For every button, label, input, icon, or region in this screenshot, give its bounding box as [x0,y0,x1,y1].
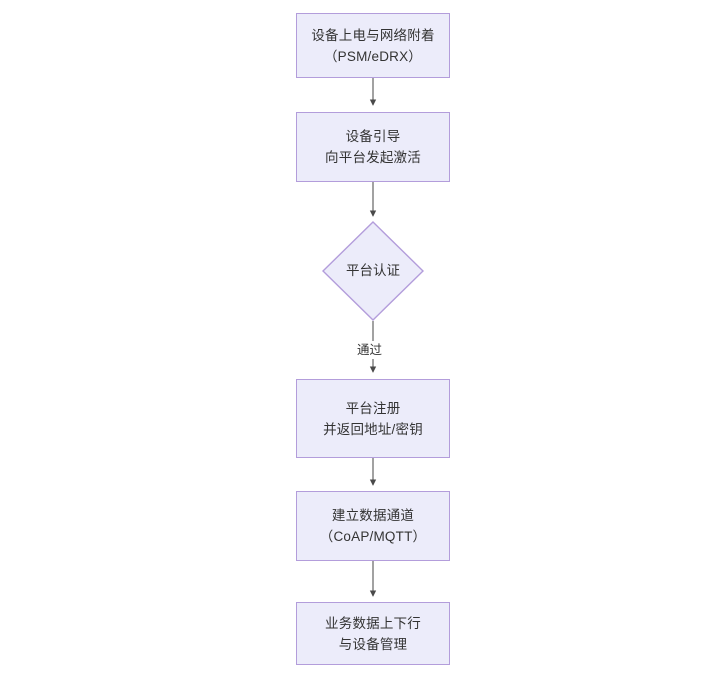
node-label-line: 向平台发起激活 [325,150,421,165]
node-label-line: 平台认证 [346,263,400,278]
node-label-line: 设备上电与网络附着 [311,27,435,43]
node-platform-register[interactable]: 平台注册 并返回地址/密钥 [296,379,450,458]
node-business-data-and-device-management[interactable]: 业务数据上下行 与设备管理 [296,602,450,665]
diamond-shape-icon [322,221,424,321]
node-label-line: 平台注册 [345,400,401,416]
node-label-line: 并返回地址/密钥 [323,421,423,437]
node-device-bootstrap[interactable]: 设备引导 向平台发起激活 [296,112,450,182]
node-label-line: 与设备管理 [338,636,408,652]
node-device-power-on[interactable]: 设备上电与网络附着 （PSM/eDRX） [296,13,450,78]
node-label-line: 设备引导 [345,129,401,144]
node-label-line: （CoAP/MQTT） [319,529,427,544]
node-establish-data-channel[interactable]: 建立数据通道 （CoAP/MQTT） [296,491,450,561]
node-platform-auth-decision[interactable]: 平台认证 [322,221,424,321]
node-label-line: （PSM/eDRX） [323,48,423,64]
node-label-line: 建立数据通道 [331,508,415,523]
edge-label-pass: 通过 [355,341,385,359]
node-label-line: 业务数据上下行 [325,615,421,631]
